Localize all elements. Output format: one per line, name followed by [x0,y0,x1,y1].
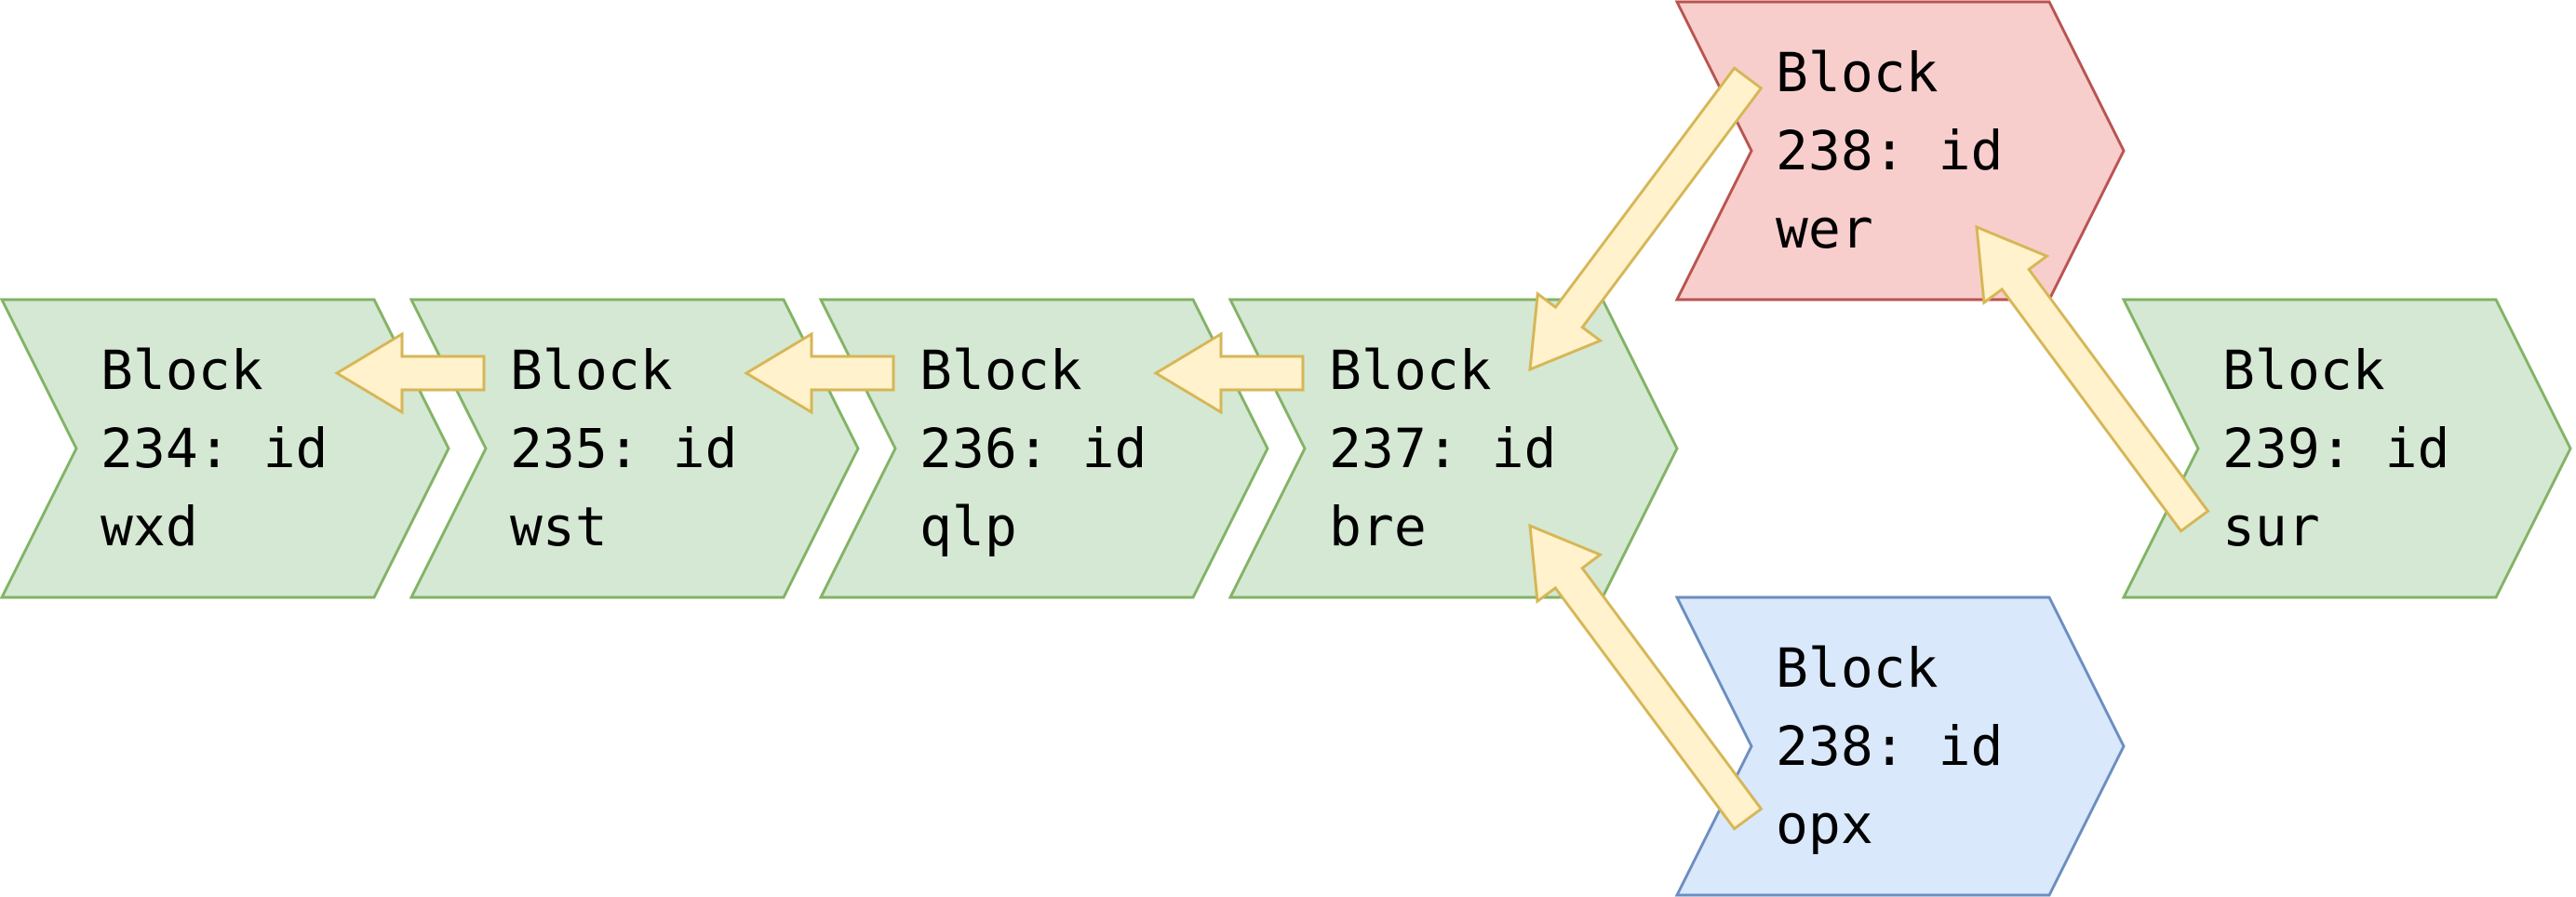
arrow-b238r-to-b237 [1528,66,1764,372]
block-label-line: 239: id [2222,417,2449,480]
arrow-b236-to-b235 [744,331,895,415]
block-label-line: Block [919,339,1082,402]
block-b236: Block 236: id qlp [818,298,1269,599]
block-b238r: Block 238: id wer [1674,0,2126,301]
block-shape [2121,298,2572,599]
block-label-line: 237: id [1329,417,1556,480]
block-label-line: Block [1329,339,1492,402]
block-label-line: qlp [919,495,1017,558]
block-shape [1674,596,2126,897]
block-b235: Block 235: id wst [409,298,860,599]
block-label-line: 238: id [1776,119,2003,182]
block-label-line: 235: id [510,417,737,480]
block-label-line: Block [2222,339,2385,402]
block-b237: Block 237: id bre [1228,298,1679,599]
block-label-line: wxd [101,495,198,558]
block-b239: Block 239: id sur [2121,298,2572,599]
block-label-line: 238: id [1776,715,2003,778]
block-label-line: Block [101,339,263,402]
block-label-line: Block [1776,636,1939,700]
arrow-b238b-to-b237 [1528,523,1764,831]
block-label-line: wer [1776,197,1873,261]
arrow-b237-to-b236 [1153,331,1305,415]
block-label-line: bre [1329,495,1427,558]
block-b238b: Block 238: id opx [1674,596,2126,897]
block-b234: Block 234: id wxd [0,298,450,599]
block-label-line: wst [510,495,608,558]
arrow-b239-to-b238r [1975,224,2210,533]
block-label-line: opx [1776,793,1873,856]
block-label-line: 234: id [101,417,328,480]
block-label-line: 236: id [919,417,1147,480]
block-label-line: sur [2222,495,2320,558]
arrow-b235-to-b234 [334,331,486,415]
block-label-line: Block [510,339,673,402]
block-label-line: Block [1776,41,1939,104]
